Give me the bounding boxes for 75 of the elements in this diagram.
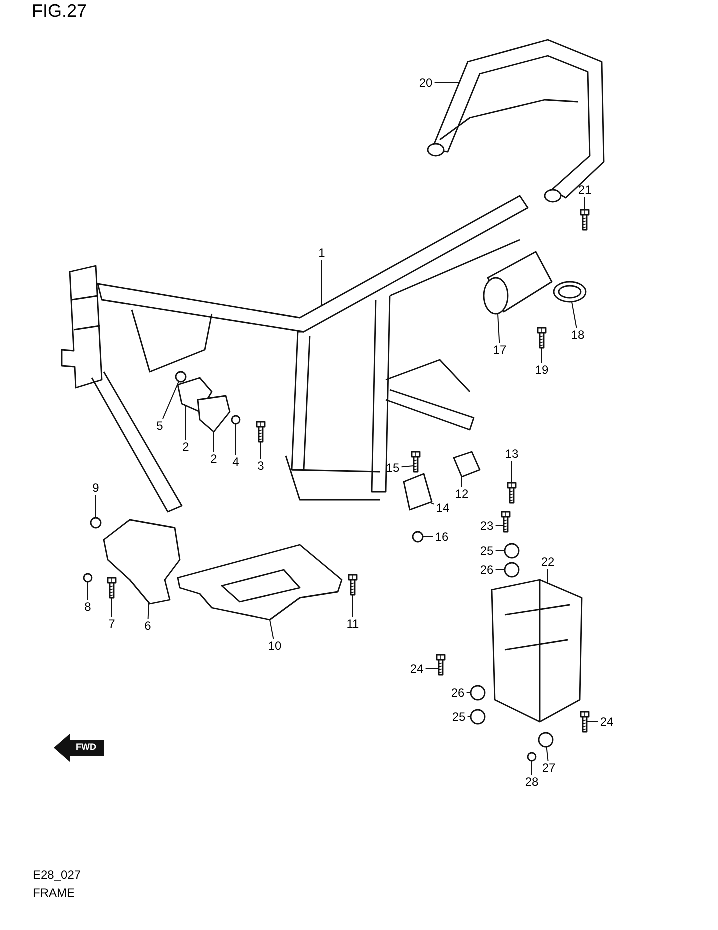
callout-number: 12 xyxy=(455,487,469,501)
bolt-drawing xyxy=(436,654,446,676)
callout-number: 1 xyxy=(318,246,326,260)
callout-number: 5 xyxy=(156,419,164,433)
leader-line xyxy=(546,746,549,762)
leader-line xyxy=(466,692,472,694)
skid-plate-drawing xyxy=(177,544,343,621)
leader-line xyxy=(162,381,180,420)
callout-number: 21 xyxy=(578,183,592,197)
leader-line xyxy=(434,82,460,84)
callout-number: 24 xyxy=(600,715,614,729)
callout-number: 8 xyxy=(84,600,92,614)
leader-line xyxy=(495,550,506,552)
grommet-drawing xyxy=(504,543,520,559)
callout-number: 2 xyxy=(182,440,190,454)
callout-number: 2 xyxy=(210,452,218,466)
figure-title: FIG.27 xyxy=(32,2,88,20)
tail-light-drawing xyxy=(483,251,553,315)
leader-line xyxy=(467,716,472,718)
grommet-drawing xyxy=(470,709,486,725)
grommet-drawing xyxy=(470,685,486,701)
callout-number: 4 xyxy=(232,455,240,469)
nut-drawing xyxy=(412,531,424,543)
callout-number: 14 xyxy=(436,501,450,515)
callout-number: 15 xyxy=(386,461,400,475)
leader-line xyxy=(498,314,500,344)
callout-number: 20 xyxy=(419,76,433,90)
callout-number: 27 xyxy=(542,761,556,775)
clamp-ring-drawing xyxy=(553,281,587,303)
bolt-drawing xyxy=(580,711,590,733)
washer-drawing xyxy=(83,573,93,583)
leader-line xyxy=(584,196,586,210)
leader-line xyxy=(352,594,354,618)
bolt-drawing xyxy=(580,209,590,231)
leader-line xyxy=(270,620,274,640)
bolt-drawing xyxy=(501,511,511,533)
callout-number: 23 xyxy=(480,519,494,533)
callout-number: 9 xyxy=(92,481,100,495)
callout-number: 17 xyxy=(493,343,507,357)
callout-number: 28 xyxy=(525,775,539,789)
frame-drawing xyxy=(61,195,529,513)
callout-number: 16 xyxy=(435,530,449,544)
leader-line xyxy=(425,668,440,670)
callout-number: 6 xyxy=(144,619,152,633)
battery-case-drawing xyxy=(491,579,583,723)
leader-line xyxy=(572,302,578,328)
callout-number: 7 xyxy=(108,617,116,631)
bolt-drawing xyxy=(537,327,547,349)
callout-number: 3 xyxy=(258,459,264,473)
callout-number: 26 xyxy=(451,686,465,700)
callout-number: 22 xyxy=(541,555,555,569)
bolt-drawing xyxy=(348,574,358,596)
callout-number: 18 xyxy=(571,328,585,342)
leader-line xyxy=(260,442,262,460)
callout-number: 11 xyxy=(346,617,360,631)
grommet-drawing xyxy=(538,732,554,748)
leader-line xyxy=(401,466,414,468)
callout-number: 19 xyxy=(535,363,549,377)
callout-number: 26 xyxy=(480,563,494,577)
grommet-drawing xyxy=(504,562,520,578)
drawing-code: E28_027 xyxy=(33,868,82,882)
leader-line xyxy=(148,602,150,620)
direction-label: FWD xyxy=(76,742,96,752)
leader-line xyxy=(430,502,435,505)
callout-number: 10 xyxy=(268,639,282,653)
callout-number: 25 xyxy=(452,710,466,724)
leader-line xyxy=(422,536,434,538)
callout-number: 25 xyxy=(480,544,494,558)
bolt-drawing xyxy=(107,577,117,599)
cap-drawing xyxy=(527,752,537,762)
nut-drawing xyxy=(90,517,102,529)
callout-number: 24 xyxy=(410,662,424,676)
engine-mount-drawing xyxy=(103,519,181,605)
section-title: FRAME xyxy=(33,886,75,900)
callout-number: 13 xyxy=(505,447,519,461)
